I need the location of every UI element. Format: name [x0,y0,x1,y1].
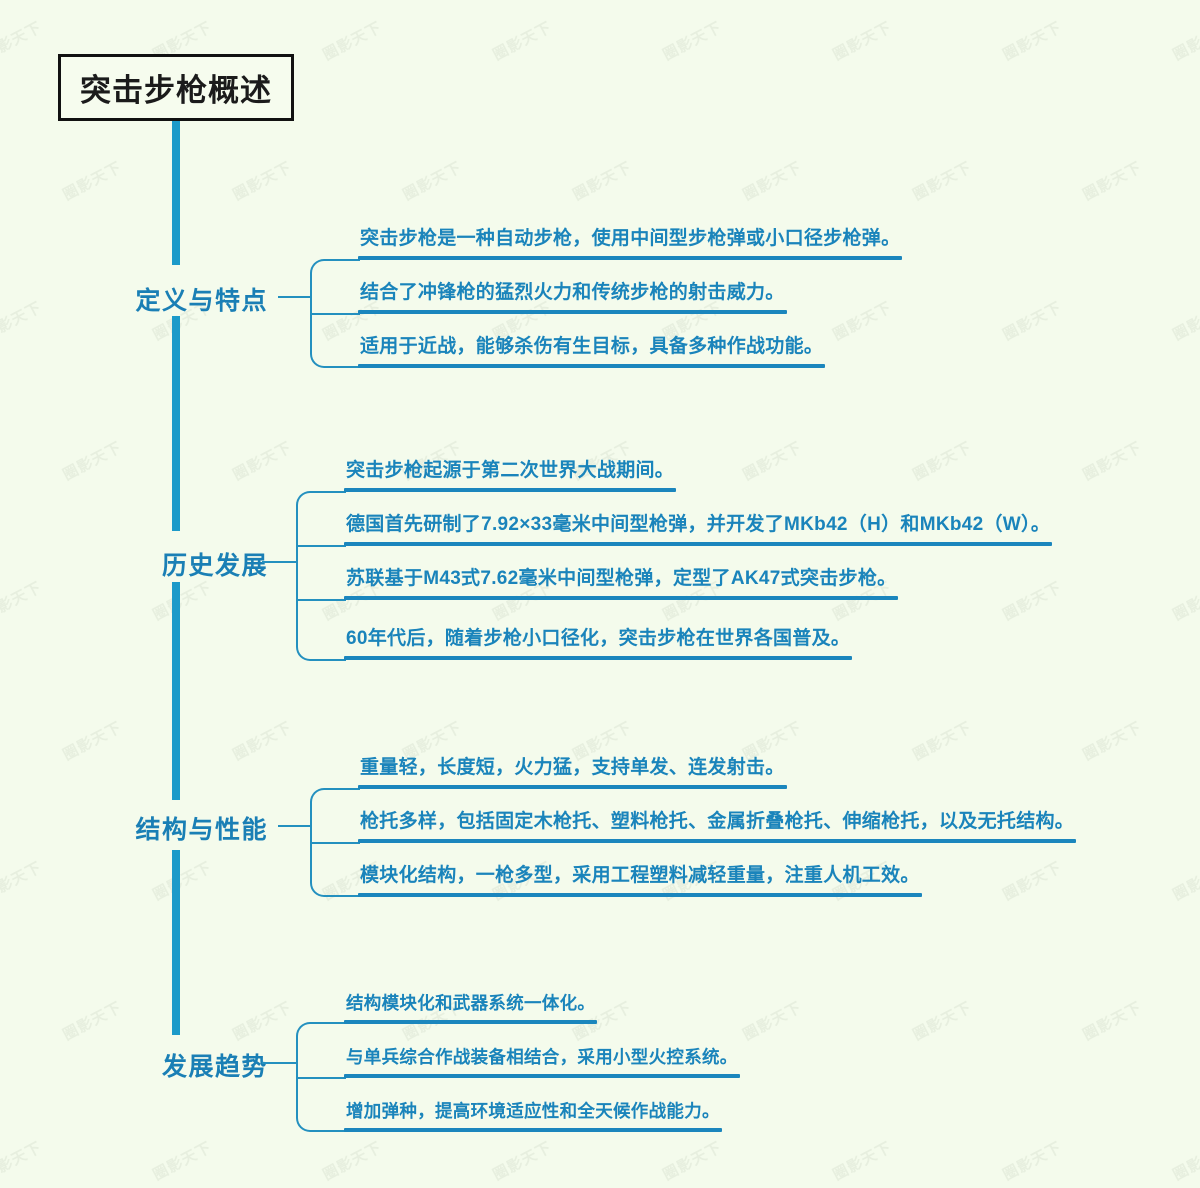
leaf-item[interactable]: 60年代后，随着步枪小口径化，突击步枪在世界各国普及。 [344,627,852,660]
branch-stub-2 [262,561,296,563]
leaf-text: 德国首先研制了7.92×33毫米中间型枪弹，并开发了MKb42（H）和MKb42… [346,514,1051,535]
leaf-underline [358,784,787,789]
leaf-underline [344,541,1052,546]
bracket-mid-3 [310,842,360,844]
leaf-underline [344,595,898,600]
leaf-underline [358,892,922,897]
leaf-item[interactable]: 枪托多样，包括固定木枪托、塑料枪托、金属折叠枪托、伸缩枪托，以及无托结构。 [358,810,1076,843]
leaf-text: 模块化结构，一枪多型，采用工程塑料减轻重量，注重人机工效。 [360,865,920,886]
leaf-text: 增加弹种，提高环境适应性和全天候作战能力。 [346,1101,720,1121]
leaf-item[interactable]: 德国首先研制了7.92×33毫米中间型枪弹，并开发了MKb42（H）和MKb42… [344,513,1052,546]
bracket-mid-1 [310,313,360,315]
bracket-upper-2 [296,491,346,562]
leaf-item[interactable]: 增加弹种，提高环境适应性和全天候作战能力。 [344,1101,722,1132]
leaf-underline [358,363,825,368]
leaf-underline [344,655,852,660]
leaf-underline [344,1073,740,1078]
branch-stub-4 [262,1062,296,1064]
leaf-item[interactable]: 苏联基于M43式7.62毫米中间型枪弹，定型了AK47式突击步枪。 [344,567,898,600]
bracket-upper-4 [296,1022,346,1063]
leaf-text: 突击步枪起源于第二次世界大战期间。 [346,460,675,481]
leaf-item[interactable]: 适用于近战，能够杀伤有生目标，具备多种作战功能。 [358,335,825,368]
leaf-item[interactable]: 突击步枪起源于第二次世界大战期间。 [344,459,676,492]
leaf-underline [358,838,1076,843]
leaf-item[interactable]: 结构模块化和武器系统一体化。 [344,993,597,1024]
leaf-item[interactable]: 突击步枪是一种自动步枪，使用中间型步枪弹或小口径步枪弹。 [358,227,902,260]
bracket-upper-1 [310,259,360,297]
bracket-mid-2 [296,545,346,547]
leaf-text: 突击步枪是一种自动步枪，使用中间型步枪弹或小口径步枪弹。 [360,228,901,249]
branch-label-1[interactable]: 定义与特点 [135,287,268,315]
trunk-segment-1 [172,121,180,265]
leaf-text: 重量轻，长度短，火力猛，支持单发、连发射击。 [360,757,785,778]
bracket-lower-4 [296,1062,346,1132]
leaf-item[interactable]: 结合了冲锋枪的猛烈火力和传统步枪的射击威力。 [358,281,787,314]
leaf-text: 结合了冲锋枪的猛烈火力和传统步枪的射击威力。 [360,282,785,303]
leaf-item[interactable]: 重量轻，长度短，火力猛，支持单发、连发射击。 [358,756,787,789]
root-node-label: 突击步枪概述 [80,73,272,108]
leaf-item[interactable]: 与单兵综合作战装备相结合，采用小型火控系统。 [344,1047,740,1078]
bracket-mid-4 [296,1077,346,1079]
leaf-text: 与单兵综合作战装备相结合，采用小型火控系统。 [346,1047,738,1067]
trunk-segment-2 [172,316,180,531]
leaf-underline [358,309,787,314]
leaf-text: 结构模块化和武器系统一体化。 [346,993,596,1013]
bracket-lower-2 [296,561,346,661]
branch-label-3[interactable]: 结构与性能 [135,816,268,844]
leaf-text: 适用于近战，能够杀伤有生目标，具备多种作战功能。 [360,336,824,357]
leaf-underline [344,487,676,492]
bracket-lower-3 [310,825,360,897]
leaf-text: 60年代后，随着步枪小口径化，突击步枪在世界各国普及。 [346,628,851,649]
bracket-mid-2b [296,599,346,601]
leaf-item[interactable]: 模块化结构，一枪多型，采用工程塑料减轻重量，注重人机工效。 [358,864,922,897]
leaf-text: 枪托多样，包括固定木枪托、塑料枪托、金属折叠枪托、伸缩枪托，以及无托结构。 [360,811,1075,832]
leaf-underline [344,1019,597,1024]
leaf-underline [358,255,902,260]
leaf-underline [344,1127,722,1132]
leaf-text: 苏联基于M43式7.62毫米中间型枪弹，定型了AK47式突击步枪。 [346,568,897,589]
trunk-segment-3 [172,582,180,800]
root-node[interactable]: 突击步枪概述 [58,54,294,121]
branch-label-2[interactable]: 历史发展 [161,552,268,580]
branch-stub-3 [278,825,310,827]
bracket-lower-1 [310,296,360,368]
branch-label-4[interactable]: 发展趋势 [161,1053,268,1081]
bracket-upper-3 [310,788,360,826]
trunk-segment-4 [172,850,180,1035]
branch-stub-1 [278,296,310,298]
